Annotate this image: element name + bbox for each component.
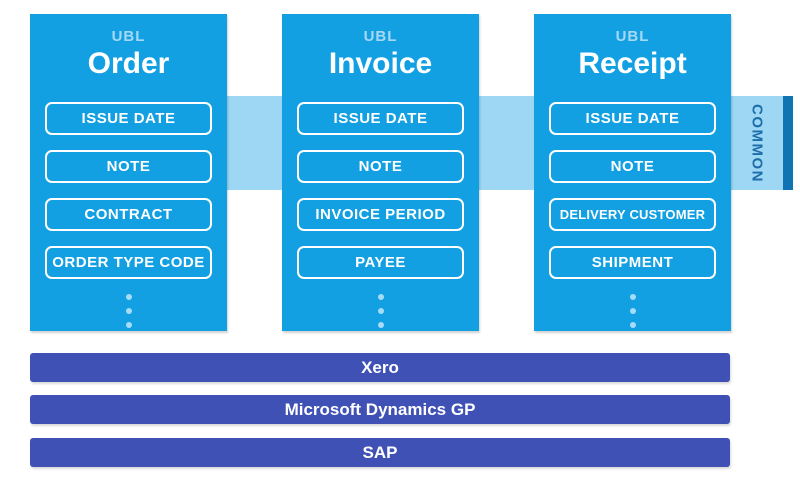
ubl-order-card: UBL Order ISSUE DATE NOTE CONTRACT ORDER… [30, 14, 227, 331]
card-kicker: UBL [363, 28, 398, 45]
more-fields-ellipsis [282, 294, 479, 328]
ellipsis-dot [125, 322, 132, 328]
card-title: Invoice [328, 47, 433, 80]
field-list: ISSUE DATE NOTE DELIVERY CUSTOMER SHIPME… [534, 102, 731, 279]
platform-bar-microsoft-dynamics-gp: Microsoft Dynamics GP [30, 395, 730, 424]
ellipsis-dot [629, 294, 636, 300]
card-kicker: UBL [615, 28, 650, 45]
ellipsis-dot [125, 308, 132, 314]
field-pill: ISSUE DATE [45, 102, 212, 135]
common-band-edge [783, 96, 793, 190]
platform-bar-sap: SAP [30, 438, 730, 467]
more-fields-ellipsis [30, 294, 227, 328]
common-band-label: COMMON [748, 103, 766, 183]
field-pill: INVOICE PERIOD [297, 198, 464, 231]
more-fields-ellipsis [534, 294, 731, 328]
field-pill: SHIPMENT [549, 246, 716, 279]
field-pill: ORDER TYPE CODE [45, 246, 212, 279]
ubl-receipt-card: UBL Receipt ISSUE DATE NOTE DELIVERY CUS… [534, 14, 731, 331]
ellipsis-dot [629, 322, 636, 328]
card-title: Order [87, 47, 170, 80]
field-pill: NOTE [549, 150, 716, 183]
card-title: Receipt [578, 47, 687, 80]
ellipsis-dot [377, 322, 384, 328]
field-list: ISSUE DATE NOTE CONTRACT ORDER TYPE CODE [30, 102, 227, 279]
platform-bar-xero: Xero [30, 353, 730, 382]
card-kicker: UBL [111, 28, 146, 45]
ellipsis-dot [377, 308, 384, 314]
field-pill: DELIVERY CUSTOMER [549, 198, 716, 231]
ellipsis-dot [629, 308, 636, 314]
ellipsis-dot [377, 294, 384, 300]
field-pill: NOTE [45, 150, 212, 183]
field-list: ISSUE DATE NOTE INVOICE PERIOD PAYEE [282, 102, 479, 279]
ubl-invoice-card: UBL Invoice ISSUE DATE NOTE INVOICE PERI… [282, 14, 479, 331]
field-pill: PAYEE [297, 246, 464, 279]
field-pill: ISSUE DATE [549, 102, 716, 135]
field-pill: NOTE [297, 150, 464, 183]
ellipsis-dot [125, 294, 132, 300]
field-pill: ISSUE DATE [297, 102, 464, 135]
field-pill: CONTRACT [45, 198, 212, 231]
